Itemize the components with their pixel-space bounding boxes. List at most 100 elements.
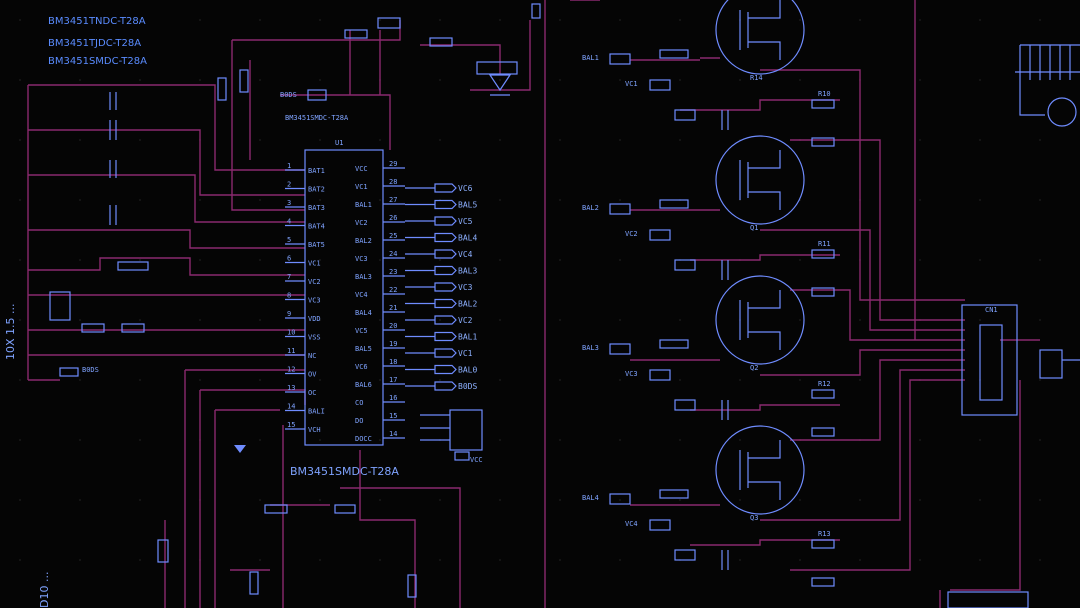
chip-left-pin-number: 14 (287, 403, 295, 411)
stage-net-label: BAL2 (582, 204, 599, 212)
grid-dot (259, 319, 261, 321)
chip-left-pin-label: OC (308, 389, 316, 397)
net-flag-label: VC4 (458, 250, 473, 259)
net-flag-label: BAL1 (458, 333, 477, 342)
grid-dot (499, 139, 501, 141)
grid-dot (319, 259, 321, 261)
grid-dot (559, 19, 561, 21)
grid-dot (919, 499, 921, 501)
net-flag-label: VC2 (458, 316, 473, 325)
net-flag-shape (434, 265, 457, 276)
grid-dot (139, 79, 141, 81)
balance-resistor (811, 539, 835, 549)
balance-resistor (811, 389, 835, 399)
chip-left-pin-number: 1 (287, 162, 291, 170)
grid-dot (259, 499, 261, 501)
stage-vc-label: VC4 (625, 520, 638, 528)
stage-r-label: R13 (818, 530, 831, 538)
stage-net-label: BAL1 (582, 54, 599, 62)
chip-left-pin-number: 2 (287, 181, 291, 189)
chip-right-pin-label: VC5 (355, 327, 368, 335)
grid-dot (379, 319, 381, 321)
chip-left-pin-number: 8 (287, 292, 291, 300)
net-flag-shape (434, 282, 457, 292)
mosfet-source (748, 331, 781, 350)
grid-dot (559, 259, 561, 261)
grid-dot (919, 19, 921, 21)
chip-right-pin-label: BAL6 (355, 381, 372, 389)
grid-dot (79, 499, 81, 501)
chip-right-pin-number: 19 (389, 340, 397, 348)
grid-dot (79, 319, 81, 321)
grid-dot (619, 259, 621, 261)
grid-dot (259, 139, 261, 141)
grid-dot (379, 499, 381, 501)
grid-dot (19, 319, 21, 321)
grid-dot (439, 559, 441, 561)
chip-right-pin-number: 28 (389, 178, 397, 186)
bal-flag (674, 109, 696, 121)
gate-resistor (659, 489, 689, 499)
vc-flag (649, 369, 671, 381)
wires-left (27, 0, 600, 608)
grid-dot (739, 379, 741, 381)
grid-dot (19, 199, 21, 201)
grid-dot (619, 79, 621, 81)
left-components: B0DS B0DS (49, 3, 541, 598)
stage-q-label: R14 (750, 74, 763, 82)
grid-dot (979, 439, 981, 441)
net-flag-label: BAL2 (458, 300, 477, 309)
net-flag-shape (434, 216, 457, 226)
grid-dot (259, 379, 261, 381)
grid-dot (139, 559, 141, 561)
grid-dot (1039, 439, 1041, 441)
grid-dot (559, 559, 561, 561)
ic-u2[interactable]: VCC (420, 409, 483, 464)
mosfet-circle (715, 0, 805, 75)
grid-dot (259, 79, 261, 81)
chip-right-pin-number: 14 (389, 430, 397, 438)
chip-left-pin-label: BAT3 (308, 204, 325, 212)
chip-right-pin-label: BAL4 (355, 309, 372, 317)
grid-dot (19, 499, 21, 501)
vertical-note-left: 10X 1.5 ... (4, 303, 17, 360)
chip-right-pin-number: 23 (389, 268, 397, 276)
chip-left-pin-label: BALI (308, 408, 325, 416)
svg-text:B0DS: B0DS (82, 366, 99, 374)
grid-dot (679, 139, 681, 141)
grid-dot (139, 499, 141, 501)
grid-dot (859, 319, 861, 321)
stage-r-label: R10 (818, 90, 831, 98)
grid-dot (1039, 319, 1041, 321)
input-flag (609, 203, 631, 215)
grid-dot (199, 259, 201, 261)
chip-bottom-label: BM3451SMDC-T28A (290, 465, 399, 478)
grid-dot (379, 259, 381, 261)
chip-left-pin-label: NC (308, 352, 316, 360)
connector-cn1[interactable]: CN1 (961, 304, 1080, 416)
grid-dot (1039, 139, 1041, 141)
chip-left-pin-number: 4 (287, 218, 291, 226)
grid-dot (559, 439, 561, 441)
bal-flag (674, 259, 696, 271)
grid-dot (679, 319, 681, 321)
svg-text:B0DS: B0DS (280, 91, 297, 99)
grid-dot (319, 319, 321, 321)
sense-resistor (811, 137, 835, 147)
grid-dot (379, 139, 381, 141)
grid-dot (619, 379, 621, 381)
stage-r-label: R11 (818, 240, 831, 248)
ic-u1[interactable]: U1 BM3451SMDC-T28A BM3451SMDC-T28A BAT11… (285, 114, 405, 478)
chip-right-pin-label: DOCC (355, 435, 372, 443)
grid-dot (979, 139, 981, 141)
grid-dot (259, 19, 261, 21)
grid-dot (439, 379, 441, 381)
chip-left-pin-label: BAT4 (308, 223, 325, 231)
chip-right-pin-label: BAL1 (355, 201, 372, 209)
grid-dot (319, 139, 321, 141)
stage-r-label: R12 (818, 380, 831, 388)
chip-right-pin-number: 25 (389, 232, 397, 240)
grid-dot (79, 19, 81, 21)
grid-dot (259, 559, 261, 561)
